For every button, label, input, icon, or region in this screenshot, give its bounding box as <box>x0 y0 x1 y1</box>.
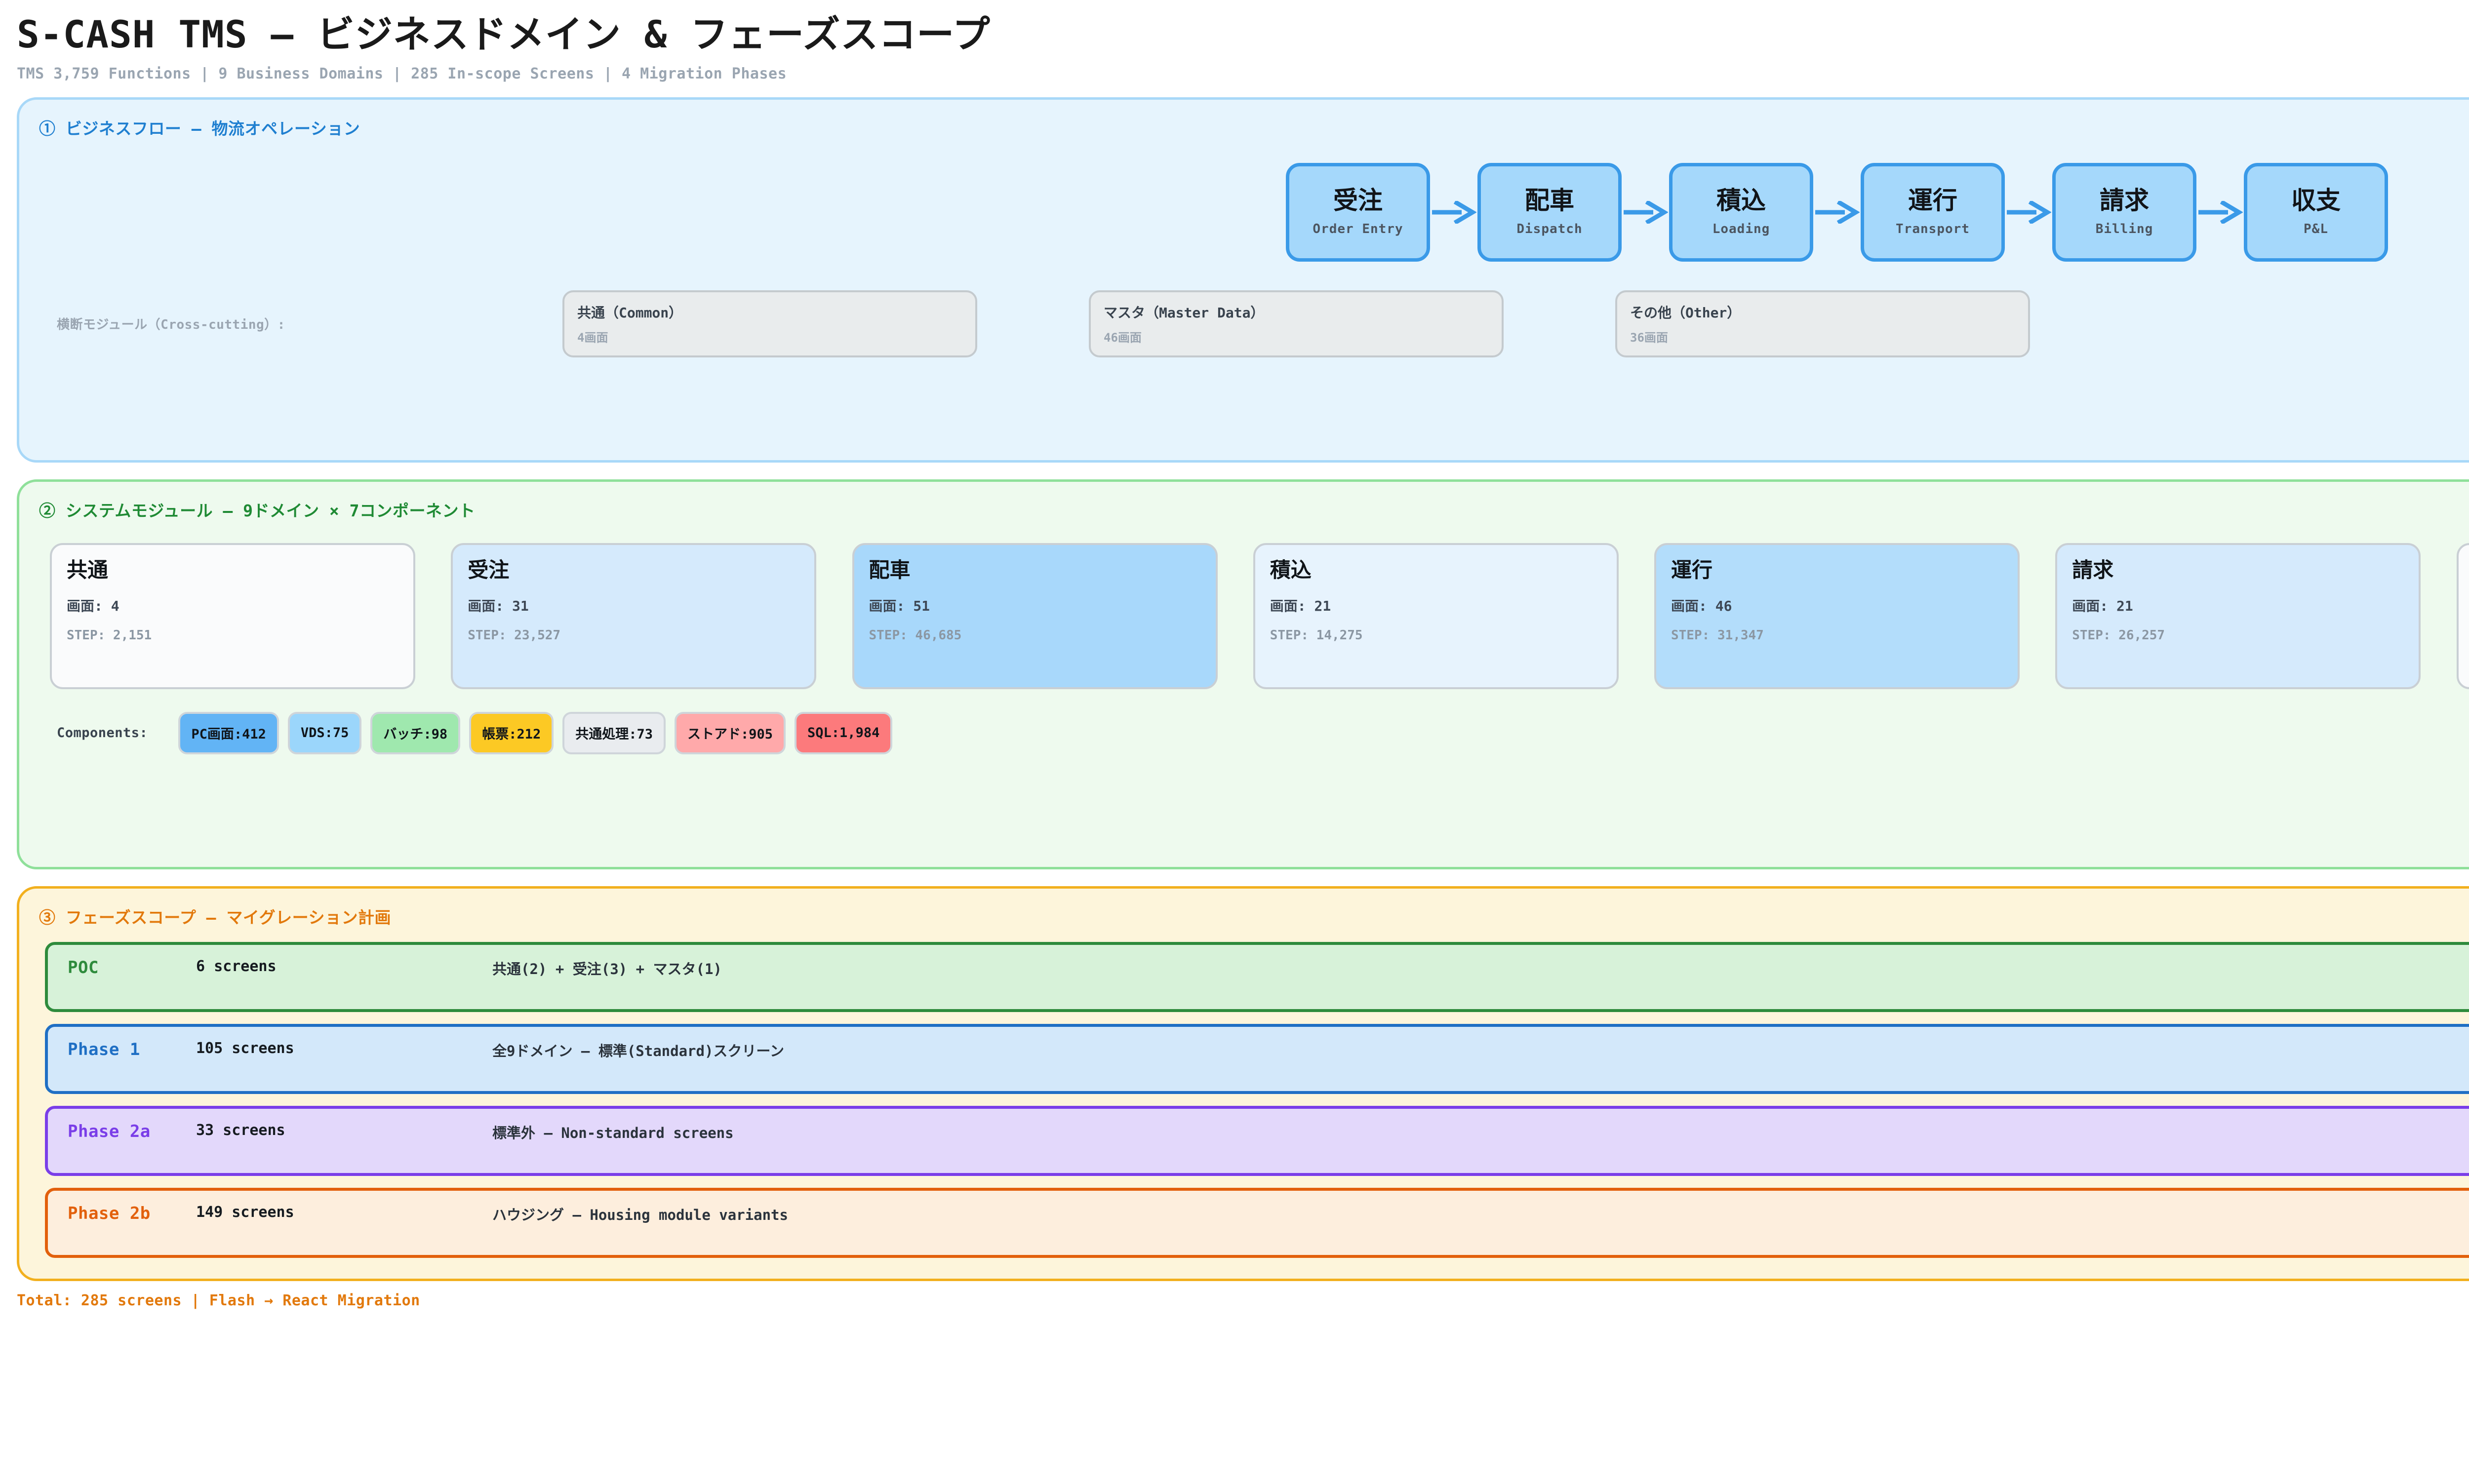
components-label: Components: <box>57 725 148 741</box>
crosscutting-card-name: その他（Other） <box>1630 304 1741 321</box>
domain-card[interactable]: 受注画面: 31 STEP: 23,527 <box>451 543 817 689</box>
component-chip[interactable]: VDS:75 <box>287 711 362 754</box>
domain-card-screens: 画面: 21 <box>2072 597 2133 614</box>
crosscutting-card[interactable]: マスタ（Master Data） 46画面 <box>1089 290 1504 357</box>
crosscutting-card-count: 46画面 <box>1104 330 1142 345</box>
component-chip[interactable]: PC画面:412 <box>178 711 279 754</box>
flow-step-billing[interactable]: 請求 Billing <box>2052 162 2196 262</box>
phase-screen-count: 105 screens <box>196 1039 294 1057</box>
crosscutting-card-name: マスタ（Master Data） <box>1104 304 1265 321</box>
domain-card-screens: 画面: 21 <box>1270 597 1331 614</box>
domain-card-name: 積込 <box>1270 557 1312 582</box>
phase-detail: 全9ドメイン – 標準(Standard)スクリーン <box>492 1042 784 1059</box>
section3-title: ③ フェーズスコープ – マイグレーション計画 <box>39 907 392 927</box>
component-chip[interactable]: 共通処理:73 <box>562 711 666 754</box>
flow-step-label-en: Billing <box>2095 221 2153 236</box>
domain-card-name: 受注 <box>468 557 510 582</box>
crosscutting-card[interactable]: その他（Other） 36画面 <box>1615 290 2030 357</box>
phase-row[interactable]: Phase 2a 33 screens 標準外 – Non-standard scr… <box>45 1105 2469 1176</box>
flow-step-label-en: Order Entry <box>1313 221 1403 236</box>
domain-card-step: STEP: 26,257 <box>2072 627 2165 643</box>
page-title: S-CASH TMS – ビジネスドメイン & フェーズスコープ <box>17 12 991 56</box>
domain-card[interactable]: 配車画面: 51 STEP: 46,685 <box>852 543 1218 689</box>
crosscutting-card-count: 4画面 <box>577 330 608 345</box>
domain-card-step: STEP: 23,527 <box>468 627 561 643</box>
component-chip[interactable]: 帳票:212 <box>469 711 554 754</box>
page-header: S-CASH TMS – ビジネスドメイン & フェーズスコープ TMS 3,7… <box>0 0 2469 82</box>
domain-card-screens: 画面: 51 <box>869 597 930 614</box>
domain-card-step: STEP: 31,347 <box>1671 627 1764 643</box>
domain-card[interactable]: 請求画面: 21 STEP: 26,257 <box>2055 543 2421 689</box>
crosscutting-card-name: 共通（Common） <box>577 304 683 321</box>
flow-arrow-icon <box>1622 197 1669 227</box>
flow-step-label-jp: 受注 <box>1333 186 1383 215</box>
domain-card[interactable]: 収支画面: 7STEP: 1,728 <box>2456 543 2469 689</box>
phase-detail: 標準外 – Non-standard screens <box>492 1124 734 1141</box>
flow-arrow-icon <box>1430 197 1477 227</box>
phase-row[interactable]: POC 6 screens 共通(2) + 受注(3) + マスタ(1) <box>45 941 2469 1012</box>
domain-card-name: 請求 <box>2072 557 2114 582</box>
footer-total-note: Total: 285 screens | Flash → React Migra… <box>17 1291 420 1309</box>
flow-step-order-entry[interactable]: 受注 Order Entry <box>1286 162 1430 262</box>
domain-card-name: 配車 <box>869 557 911 582</box>
phase-screen-count: 6 screens <box>196 957 277 975</box>
flow-step-label-en: Loading <box>1712 221 1770 236</box>
business-flow-diagram: 受注 Order Entry 配車 Dispatch 積込 Loading 運行 Transp… <box>39 162 2469 262</box>
flow-step-p-l[interactable]: 収支 P&L <box>2244 162 2388 262</box>
flow-step-label-en: Dispatch <box>1516 221 1583 236</box>
phase-detail: 共通(2) + 受注(3) + マスタ(1) <box>492 960 722 977</box>
phase-detail: ハウジング – Housing module variants <box>492 1206 788 1223</box>
phase-row[interactable]: Phase 2b 149 screens ハウジング – Housing modul… <box>45 1187 2469 1258</box>
flow-arrow-icon <box>2196 197 2244 227</box>
domain-card-screens: 画面: 4 <box>67 597 119 614</box>
page-subtitle-stats: TMS 3,759 Functions | 9 Business Domains… <box>17 65 787 82</box>
section-system-modules: ② システムモジュール – 9ドメイン × 7コンポーネント 共通画面: 4 ST… <box>17 479 2469 869</box>
phase-name: Phase 2b <box>68 1203 151 1223</box>
crosscutting-card-count: 36画面 <box>1630 330 1668 345</box>
domain-card[interactable]: 運行画面: 46 STEP: 31,347 <box>1654 543 2020 689</box>
domain-card-screens: 画面: 31 <box>468 597 529 614</box>
flow-step-label-jp: 請求 <box>2100 186 2149 215</box>
section-phase-scope: ③ フェーズスコープ – マイグレーション計画 POC 6 screens 共通(2… <box>17 886 2469 1281</box>
section2-title: ② システムモジュール – 9ドメイン × 7コンポーネント <box>39 501 476 520</box>
flow-step-label-en: Transport <box>1896 221 1970 236</box>
flow-arrow-icon <box>1813 197 1861 227</box>
component-chip[interactable]: バッチ:98 <box>370 711 461 754</box>
domain-card-row: 共通画面: 4 STEP: 2,151 受注画面: 31 STEP: 23,527 配車… <box>39 543 2469 689</box>
phase-list: POC 6 screens 共通(2) + 受注(3) + マスタ(1) Phase … <box>39 941 2469 1258</box>
domain-card[interactable]: 積込画面: 21 STEP: 14,275 <box>1253 543 1619 689</box>
component-chip[interactable]: ストアド:905 <box>675 711 786 754</box>
flow-step-label-jp: 運行 <box>1908 186 1957 215</box>
section1-title: ① ビジネスフロー – 物流オペレーション <box>39 118 360 138</box>
crosscutting-card[interactable]: 共通（Common） 4画面 <box>562 290 977 357</box>
domain-card-name: 運行 <box>1671 557 1713 582</box>
domain-card-name: 共通 <box>67 557 109 582</box>
phase-row[interactable]: Phase 1 105 screens 全9ドメイン – 標準(Standard)ス… <box>45 1023 2469 1094</box>
phase-name: Phase 1 <box>68 1039 140 1059</box>
component-chip[interactable]: SQL:1,984 <box>795 711 893 754</box>
domain-card-screens: 画面: 46 <box>1671 597 1732 614</box>
flow-arrow-icon <box>2005 197 2052 227</box>
flow-step-label-jp: 積込 <box>1716 186 1766 215</box>
flow-step-dispatch[interactable]: 配車 Dispatch <box>1477 162 1622 262</box>
domain-card-step: STEP: 46,685 <box>869 627 962 643</box>
phase-name: Phase 2a <box>68 1121 151 1141</box>
flow-step-label-jp: 配車 <box>1525 186 1574 215</box>
flow-step-transport[interactable]: 運行 Transport <box>1861 162 2005 262</box>
domain-card[interactable]: 共通画面: 4 STEP: 2,151 <box>50 543 415 689</box>
flow-step-label-en: P&L <box>2304 221 2328 236</box>
section-business-flow: ① ビジネスフロー – 物流オペレーション 受注 Order Entry 配車 Dis… <box>17 97 2469 463</box>
crosscutting-modules-row: 横断モジュール（Cross-cutting）: 共通（Common） 4画面 マスタ… <box>39 290 2469 357</box>
flow-step-label-jp: 収支 <box>2291 186 2341 215</box>
phase-screen-count: 33 screens <box>196 1121 285 1139</box>
flow-step-loading[interactable]: 積込 Loading <box>1669 162 1813 262</box>
crosscutting-label: 横断モジュール（Cross-cutting）: <box>57 317 285 333</box>
domain-card-step: STEP: 14,275 <box>1270 627 1363 643</box>
domain-card-step: STEP: 2,151 <box>67 627 152 643</box>
phase-screen-count: 149 screens <box>196 1203 294 1221</box>
phase-name: POC <box>68 957 99 977</box>
